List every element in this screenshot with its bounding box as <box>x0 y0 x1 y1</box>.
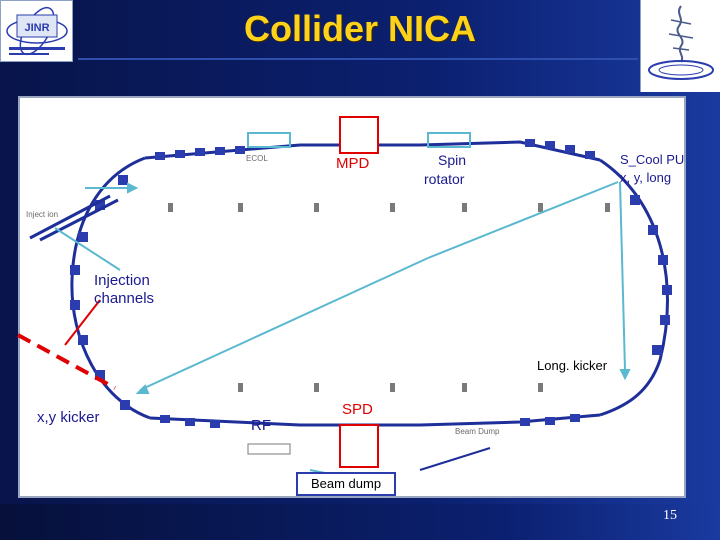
ecool-small-label: ECOL <box>246 154 268 163</box>
magnet <box>660 315 670 325</box>
magnet <box>652 345 662 355</box>
title-underline <box>78 58 638 60</box>
nica-logo <box>640 0 720 92</box>
magnet <box>630 195 640 205</box>
magnet <box>565 145 575 153</box>
magnet <box>78 232 88 242</box>
s-cool-label-line2: x, y, long <box>620 170 672 185</box>
magnet <box>520 418 530 426</box>
rf-cavity-box <box>247 443 291 455</box>
magnet <box>155 152 165 160</box>
magnet <box>215 147 225 155</box>
magnet <box>570 414 580 422</box>
jinr-logo-text: JINR <box>24 22 49 34</box>
magnet <box>210 420 220 428</box>
mpd-label: MPD <box>336 155 370 172</box>
xy-kicker-label: x,y kicker <box>37 409 100 426</box>
spd-label: SPD <box>342 401 373 418</box>
magnet <box>70 265 80 275</box>
ecool-box <box>247 132 291 148</box>
long-kicker-label: Long. kicker <box>537 358 608 373</box>
magnet <box>235 146 245 154</box>
magnet <box>185 418 195 426</box>
magnet <box>648 225 658 235</box>
magnet <box>662 285 672 295</box>
injection-pointer <box>64 299 101 346</box>
footer-bar <box>0 504 720 540</box>
s-cool-label-line1: S_Cool PU <box>620 152 685 167</box>
magnet <box>545 141 555 149</box>
slide-title: Collider NICA <box>243 8 476 49</box>
injection-label-line1: Injection <box>94 272 150 289</box>
magnet <box>78 335 88 345</box>
magnet <box>175 150 185 158</box>
injection-beamlines <box>29 194 119 242</box>
magnet <box>95 370 105 380</box>
rotator-label: rotator <box>424 171 465 187</box>
pointer-arrows <box>54 181 631 477</box>
beam-dump-label: Beam dump <box>310 476 382 491</box>
magnet <box>525 139 535 147</box>
magnet <box>585 151 595 159</box>
beam-dump-label-box: Beam dump <box>296 472 396 496</box>
magnet <box>545 417 555 425</box>
spin-label: Spin <box>437 152 467 168</box>
magnet <box>95 200 105 210</box>
magnet <box>658 255 668 265</box>
beam-dump-small-label: Beam Dump <box>455 427 500 436</box>
jinr-logo-icon: JINR <box>6 6 68 56</box>
injection-label-line2: channels <box>94 290 155 307</box>
magnet <box>195 148 205 156</box>
beam-dump-line <box>419 447 491 471</box>
page-number: 15 <box>663 508 677 523</box>
spd-detector-box <box>339 424 379 468</box>
magnet <box>70 300 80 310</box>
injection-channel-dashed <box>17 333 116 390</box>
inject-small-label: Inject ion <box>26 210 59 219</box>
nica-logo-icon <box>648 5 714 80</box>
magnet <box>160 415 170 423</box>
jinr-logo: JINR <box>0 0 73 62</box>
ring-beamline <box>70 140 669 427</box>
magnet <box>118 175 128 185</box>
ring-magnets <box>70 139 672 428</box>
mpd-detector-box <box>339 116 379 154</box>
ring-markers <box>168 203 610 392</box>
spin-rotator-box <box>427 132 471 148</box>
rf-label: RF <box>251 417 271 434</box>
magnet <box>120 400 130 410</box>
